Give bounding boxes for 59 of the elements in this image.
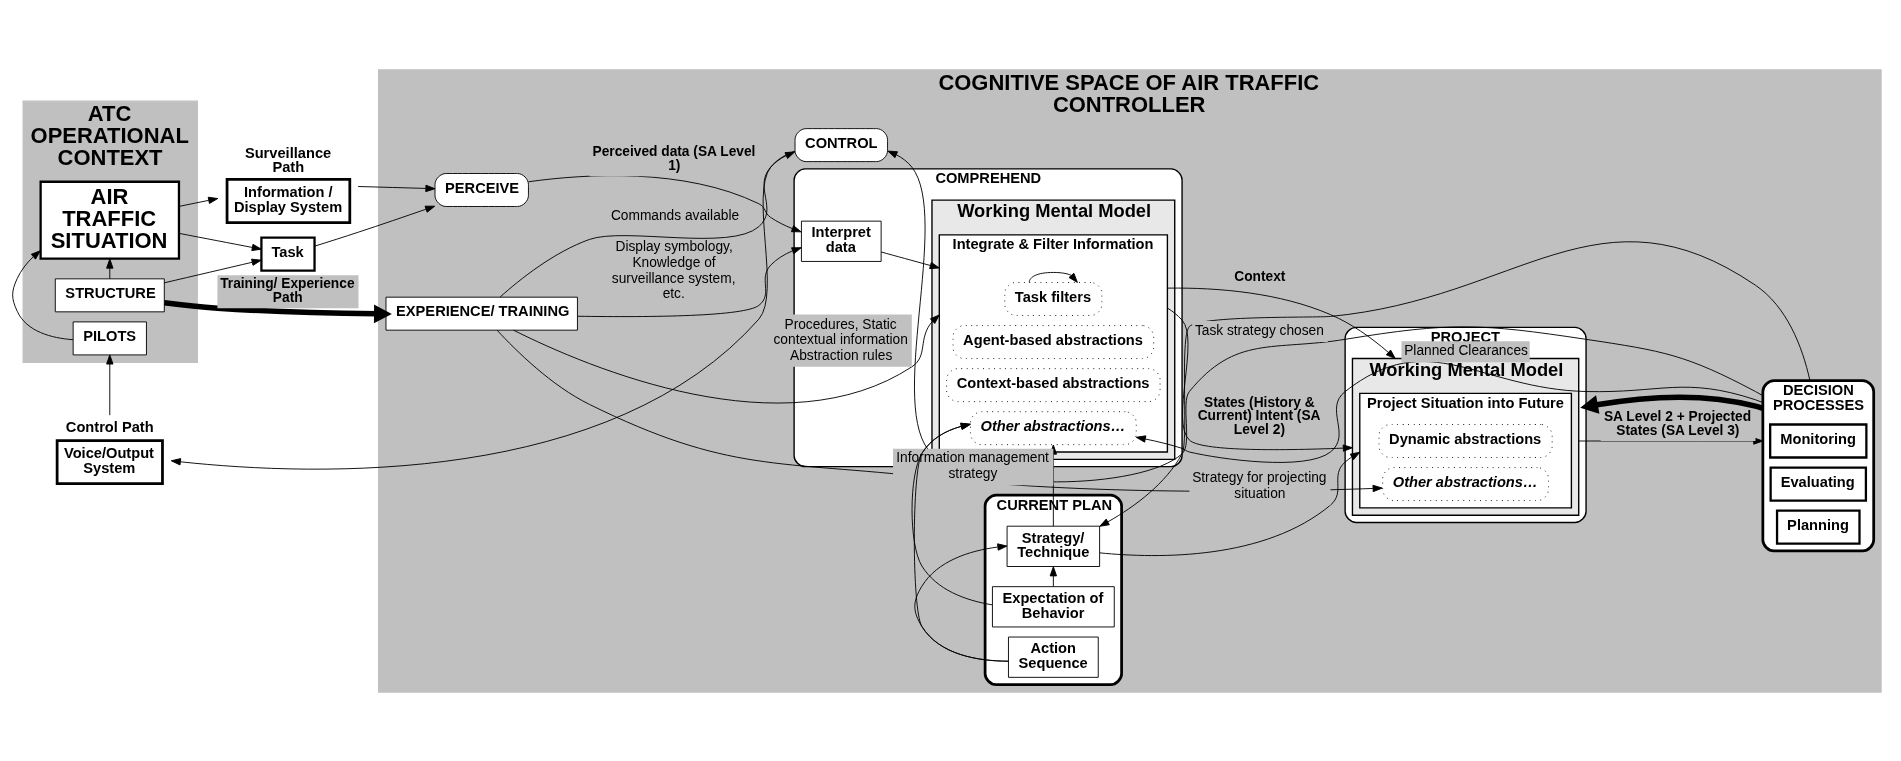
arrow <box>913 422 1009 662</box>
arrow <box>914 542 1009 662</box>
node-box: Context-based abstractions <box>946 367 1161 402</box>
arrow <box>106 353 114 416</box>
arrow <box>163 258 262 283</box>
edge-label: Commands available <box>610 207 740 223</box>
edge-label: Perceived data (SA Level 1) <box>592 143 756 173</box>
arrow <box>178 196 219 207</box>
node-box: Expectation of Behavior <box>991 585 1115 627</box>
arrow <box>1049 565 1057 587</box>
node-label: Control Path <box>65 418 154 435</box>
node-box: Evaluating <box>1769 465 1868 502</box>
arrow <box>314 205 436 247</box>
arrow <box>164 299 392 323</box>
node-box: Task filters <box>1004 281 1103 316</box>
edge-label: Training/ Experience Path <box>220 275 355 305</box>
node-box: CONTROL <box>794 127 888 162</box>
node-box: Planning <box>1775 508 1861 545</box>
arrow <box>1578 436 1764 445</box>
node-box: Other abstractions… <box>1382 466 1549 501</box>
edge-label: SA Level 2 + Projected States (SA Level 3) <box>1603 408 1752 438</box>
arrow <box>577 246 802 317</box>
arrow <box>887 150 1764 482</box>
edge-label: Strategy for projecting situation <box>1192 469 1327 501</box>
node-box: Agent-based abstractions <box>952 324 1155 359</box>
edge-label: States (History & Current) Intent (SA Level 2) <box>1197 394 1321 437</box>
node-box: Other abstractions… <box>970 410 1137 445</box>
arrow <box>12 249 74 340</box>
arrow <box>880 251 940 269</box>
arrow <box>1099 241 1811 527</box>
node-box: AIR TRAFFIC SITUATION <box>39 180 181 260</box>
node-box: Monitoring <box>1769 422 1868 459</box>
edge-label: Display symbology, Knowledge of surveillance system, etc. <box>611 238 736 301</box>
edge-label: Planned Clearances <box>1404 342 1528 358</box>
node-box: PILOTS <box>72 320 147 355</box>
node-box: Action Sequence <box>1008 636 1099 678</box>
arrow <box>1580 394 1764 414</box>
arrow <box>178 232 262 251</box>
arrow <box>911 422 993 605</box>
node-box: Task <box>260 236 316 272</box>
arrow <box>528 174 802 232</box>
arrow <box>1135 360 1764 463</box>
node-box: Dynamic abstractions <box>1378 423 1553 458</box>
edge-label: Task strategy chosen <box>1194 322 1324 338</box>
node-box: STRUCTURE <box>54 277 165 312</box>
node-box: PERCEIVE <box>434 172 529 207</box>
arrow <box>357 184 436 192</box>
node-box: Strategy/ Technique <box>1006 525 1101 567</box>
arrow <box>170 150 796 470</box>
arrow <box>1166 287 1396 359</box>
arrow <box>1166 307 1353 452</box>
arrow <box>106 258 114 279</box>
arrow <box>1099 451 1361 556</box>
arrow <box>1028 271 1078 283</box>
edge-label: Context <box>1234 268 1286 284</box>
node-box: Interpret data <box>800 220 882 262</box>
node-box: EXPERIENCE/ TRAINING <box>385 296 578 331</box>
arrow <box>499 150 796 297</box>
node-label: Surveillance Path <box>244 144 332 175</box>
